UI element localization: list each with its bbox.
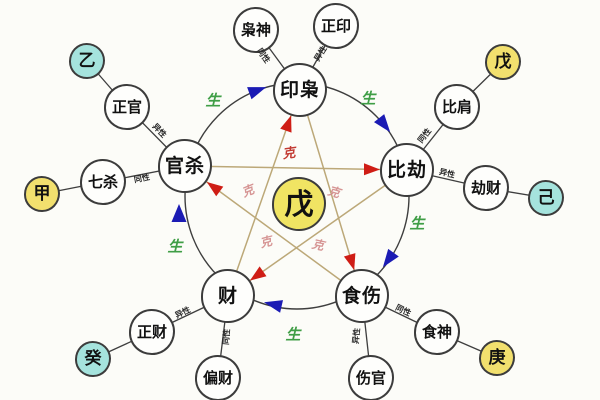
sheng-arrow-into-shishang <box>382 248 399 268</box>
ke-arrow-into-bijie <box>364 163 380 176</box>
sheng-arrow-into-bijie <box>374 114 391 133</box>
subnode-piancai: 偏财 <box>195 355 241 400</box>
subnode-zhengyin: 正印 <box>313 3 359 49</box>
node-cai: 财 <box>201 269 255 323</box>
stem-yi: 乙 <box>69 43 105 79</box>
node-shishang: 食伤 <box>335 269 389 323</box>
ke-arrow-into-guansha <box>206 182 224 197</box>
overcoming-arrows <box>206 115 380 281</box>
center-day-master: 戊 <box>272 177 326 231</box>
subnode-qisha: 七杀 <box>80 159 126 205</box>
subnode-jiecai: 劫财 <box>463 165 509 211</box>
ke-arrow-into-yinxiao <box>280 115 292 133</box>
stem-jia: 甲 <box>24 176 60 212</box>
node-guansha: 官杀 <box>158 139 212 193</box>
generating-arrows <box>171 87 399 313</box>
subnode-zhengcai: 正财 <box>129 309 175 355</box>
sheng-arrow-into-cai <box>264 300 283 313</box>
sheng-arrow-into-yinxiao <box>247 87 267 100</box>
node-bijie: 比劫 <box>380 143 434 197</box>
subnode-xiaoshen: 枭神 <box>233 7 279 53</box>
sheng-arrow-into-guansha <box>171 204 187 222</box>
subnode-shishen: 食神 <box>414 309 460 355</box>
stem-wu: 戊 <box>485 44 521 80</box>
node-yinxiao: 印枭 <box>273 63 327 117</box>
stem-ji: 己 <box>528 180 564 216</box>
stem-gui: 癸 <box>75 341 111 377</box>
ke-arrow-into-cai <box>250 266 267 281</box>
subnode-bijian: 比肩 <box>434 84 480 130</box>
subnode-zhengguan: 正官 <box>104 84 150 130</box>
subnode-shangguan: 伤官 <box>348 355 394 400</box>
stem-geng: 庚 <box>479 340 515 376</box>
ke-arrow-into-shishang <box>343 253 356 271</box>
